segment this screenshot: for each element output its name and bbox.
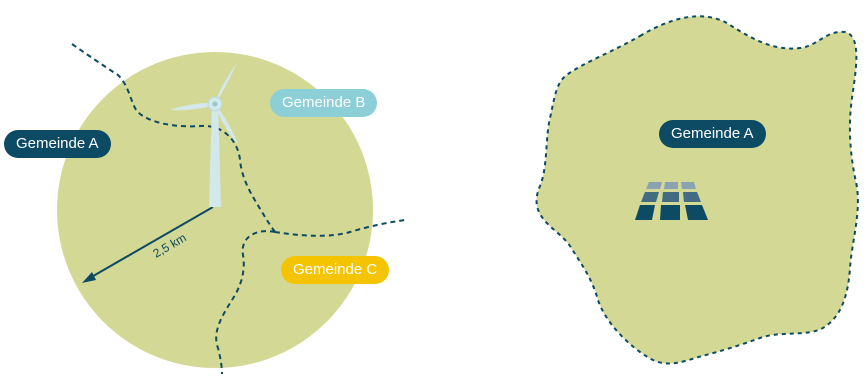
label-gemeinde-b: Gemeinde B bbox=[270, 89, 378, 117]
boundary-line-a-c bbox=[215, 230, 276, 375]
radius-arrow bbox=[82, 206, 214, 283]
radius-circle bbox=[57, 52, 373, 368]
label-gemeinde-a-left: Gemeinde A bbox=[4, 130, 111, 158]
label-gemeinde-c: Gemeinde C bbox=[281, 256, 390, 284]
solar-panel-icon bbox=[635, 182, 708, 220]
municipality-area bbox=[535, 15, 859, 365]
boundary-line-b-c bbox=[274, 219, 406, 237]
label-gemeinde-a-right: Gemeinde A bbox=[659, 120, 766, 148]
wind-turbine-icon bbox=[170, 64, 238, 207]
boundary-line-a-b bbox=[71, 43, 276, 233]
